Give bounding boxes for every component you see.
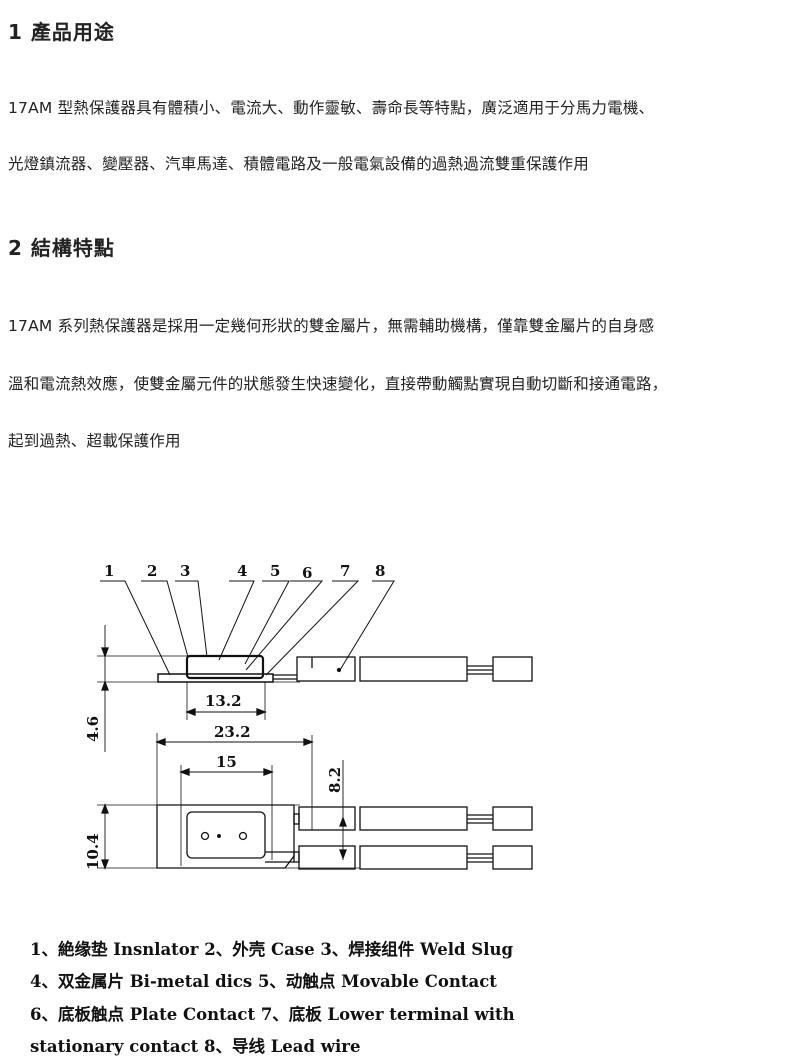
thermal-protector-diagram: 1 2 3 4 5 6 7 8 13.2 4.6 23.2 15 8.2	[84, 562, 533, 870]
section-2-heading: 2 結構特點	[8, 236, 115, 260]
section-2-line: 起到過熱、超載保護作用	[8, 432, 181, 450]
part-number: 5	[270, 562, 280, 580]
legend-line: 4、双金属片 Bi-metal dics 5、动触点 Movable Conta…	[30, 972, 497, 991]
part-number: 6	[302, 564, 312, 582]
section-1-heading: 1 產品用途	[8, 20, 115, 44]
section-1-line: 光燈鎮流器、變壓器、汽車馬達、積體電路及一般電氣設備的過熱過流雙重保護作用	[8, 155, 589, 173]
section-2-line: 17AM 系列熱保護器是採用一定幾何形狀的雙金屬片，無需輔助機構，僅靠雙金屬片的…	[8, 317, 655, 335]
dimension-total-length: 23.2	[214, 723, 251, 741]
dimension-inner-length: 15	[216, 753, 237, 771]
section-1-line: 17AM 型熱保護器具有體積小、電流大、動作靈敏、壽命長等特點，廣泛適用于分馬力…	[8, 99, 655, 117]
part-number: 3	[180, 562, 190, 580]
legend-line: stationary contact 8、导线 Lead wire	[30, 1037, 361, 1056]
section-2-line: 溫和電流熱效應，使雙金屬元件的狀態發生快速變化，直接帶動觸點實現自動切斷和接通電…	[8, 375, 668, 393]
part-number: 8	[375, 562, 385, 580]
legend-line: 6、底板触点 Plate Contact 7、底板 Lower terminal…	[30, 1005, 515, 1024]
dimension-case-length: 13.2	[205, 692, 242, 710]
part-number: 4	[237, 562, 247, 580]
dimension-thickness: 4.6	[84, 716, 102, 742]
part-number: 2	[147, 562, 157, 580]
dimension-width: 10.4	[84, 833, 102, 870]
part-number: 7	[340, 562, 350, 580]
legend-line: 1、絶缘垫 Insnlator 2、外壳 Case 3、焊接组件 Weld Sl…	[30, 940, 514, 959]
dimension-lead-spacing: 8.2	[326, 767, 344, 793]
part-number: 1	[104, 562, 114, 580]
